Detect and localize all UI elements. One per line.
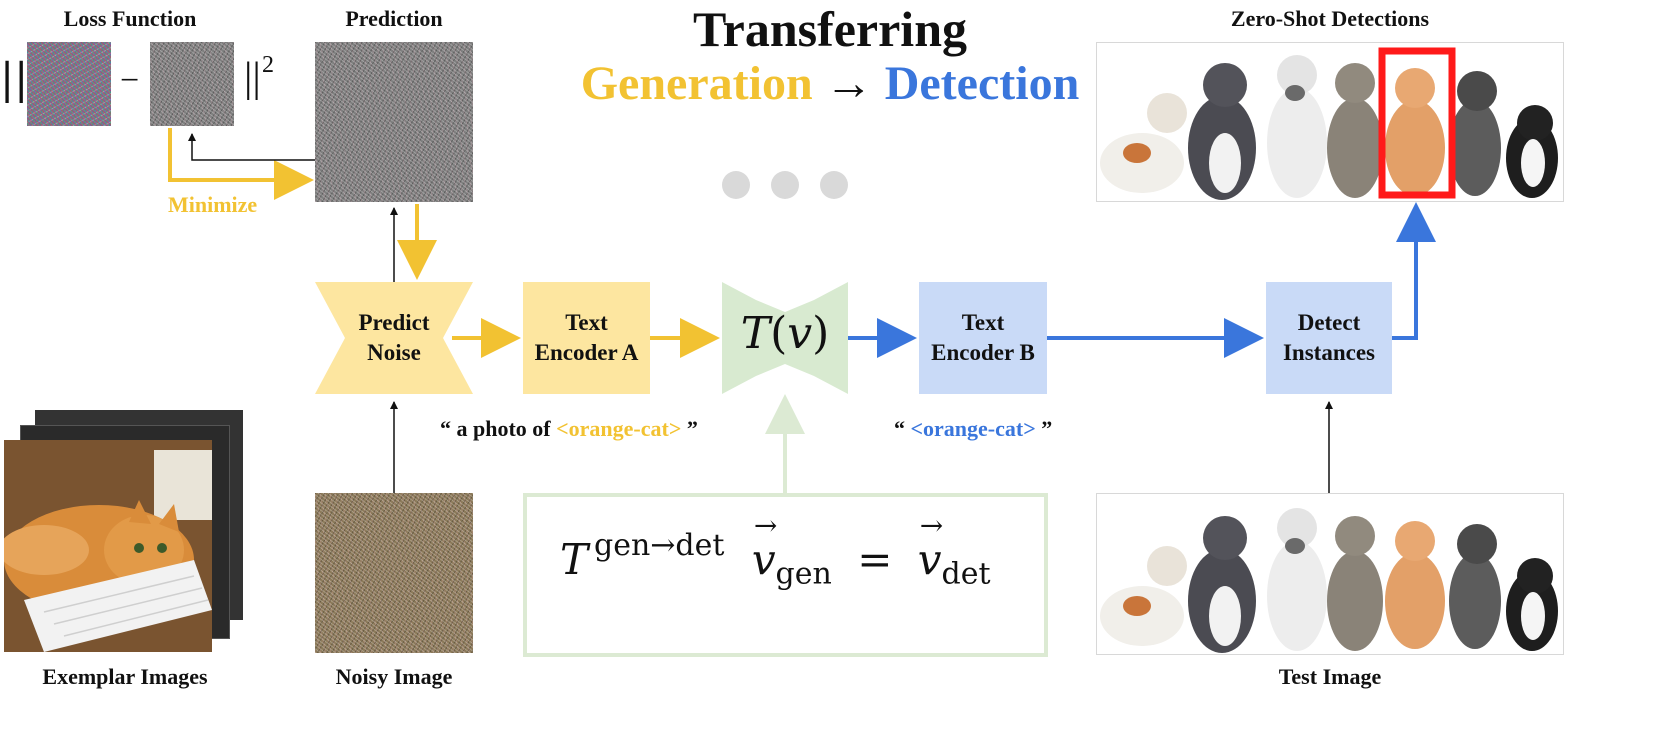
ellipsis-dot: [771, 171, 799, 199]
formula-superscript: gen→det: [594, 528, 725, 563]
minimize-arrow: [168, 128, 314, 200]
prediction-noise-image: [315, 42, 473, 202]
loss-function-label: Loss Function: [63, 6, 197, 31]
detection-prompt: “ <orange-cat> ”: [894, 416, 1052, 442]
detection-token: <orange-cat>: [910, 416, 1036, 441]
formula-det-subscript: det: [941, 556, 991, 592]
generation-prompt: “ a photo of <orange-cat> ”: [440, 416, 698, 442]
transform-open-paren: (: [770, 308, 788, 359]
detect-to-output-arrow: [1392, 202, 1436, 340]
norm-close: ||: [244, 55, 261, 101]
cats-row-test: [1100, 508, 1558, 653]
minus-sign: −: [120, 62, 140, 99]
formula-v-gen-letter: v: [751, 535, 776, 584]
zero-shot-label: Zero-Shot Detections: [1230, 6, 1430, 31]
diagram-subtitle: Generation → Detection: [520, 56, 1140, 111]
formula-v-det-letter: v: [917, 535, 942, 584]
detect-instances-box: Detect Instances: [1266, 282, 1392, 394]
zero-shot-detections-image: [1096, 42, 1564, 202]
exemplar-images-label: Exemplar Images: [42, 664, 208, 689]
ellipsis-dot: [722, 171, 750, 199]
detection-bounding-box: [1378, 47, 1456, 199]
test-image-label: Test Image: [1278, 664, 1382, 689]
squared-exponent: 2: [262, 52, 274, 78]
ellipsis-dot: [820, 171, 848, 199]
generation-prompt-text: “ a photo of: [440, 416, 557, 441]
transform-label: T(v): [722, 304, 848, 364]
prediction-to-loss-arrow: [188, 133, 315, 161]
generation-word: Generation: [580, 57, 813, 110]
predicted-noise-thumb: [150, 42, 234, 126]
target-noise-image: [27, 42, 111, 126]
generation-prompt-close: ”: [681, 416, 698, 441]
transform-T: T: [740, 308, 771, 359]
cats-row-detections: [1100, 47, 1558, 200]
predict-noise-shape: [315, 282, 473, 394]
predict-noise-box: Predict Noise: [358, 310, 430, 365]
detection-prompt-open: “: [894, 416, 911, 441]
norm-open: ||: [0, 54, 29, 103]
detection-prompt-close: ”: [1035, 416, 1053, 441]
generation-token: <orange-cat>: [556, 416, 682, 441]
formula-gen-subscript: gen: [775, 556, 832, 592]
formula-equals: =: [857, 535, 893, 584]
cat-figures: [1100, 55, 1558, 200]
formula-box: [523, 493, 1048, 657]
transform-shape: [722, 282, 848, 394]
minimize-label: Minimize: [168, 192, 258, 217]
text-encoder-a-box: Text Encoder A: [523, 282, 650, 394]
formula-T: T: [560, 535, 589, 584]
text-encoder-b-box: Text Encoder B: [919, 282, 1047, 394]
prediction-label: Prediction: [345, 6, 443, 31]
diagram-title: Transferring: [692, 1, 968, 57]
transform-v: v: [787, 308, 813, 359]
noisy-image-label: Noisy Image: [335, 664, 453, 689]
exemplar-cat-photo: [4, 440, 212, 652]
title-arrow: →: [824, 57, 873, 110]
formula-v-gen: →v: [751, 509, 778, 584]
noisy-image: [315, 493, 473, 653]
detection-word: Detection: [884, 57, 1080, 110]
test-image: [1096, 493, 1564, 655]
formula-v-det: →v: [917, 509, 944, 584]
transform-close-paren: ): [812, 308, 830, 359]
orange-cat-photo: [4, 440, 212, 652]
